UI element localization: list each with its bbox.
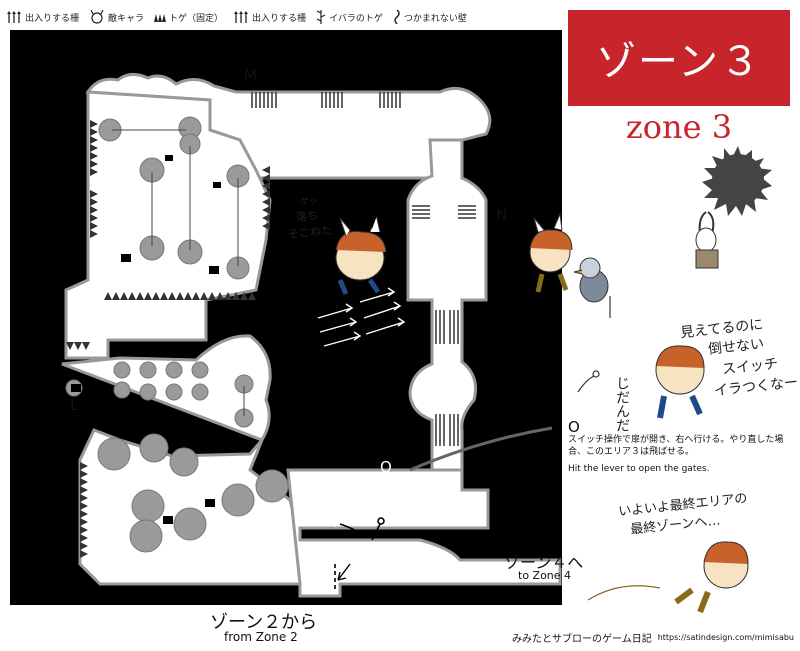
- zone-title: ゾーン３: [568, 10, 790, 106]
- marker-l: L: [70, 396, 79, 414]
- legend-label: トゲ（固定）: [169, 13, 224, 24]
- switch-label-jp: スイッチ: [348, 496, 413, 515]
- enemy: [97, 437, 131, 471]
- legend-label: 敵キャラ: [108, 13, 145, 24]
- bird-companion: [573, 257, 609, 303]
- spikes: [66, 120, 270, 558]
- legend-label: 出入りする柵: [25, 13, 80, 24]
- gate-right-lower: [435, 414, 459, 446]
- enemy-icon: [90, 10, 104, 24]
- enemy: [191, 361, 209, 379]
- lever-arc: [339, 523, 367, 539]
- blocks: [71, 155, 221, 524]
- spiky-ball-enemy: [702, 146, 772, 216]
- lower-corridor: [286, 468, 562, 598]
- enemy: [131, 489, 165, 523]
- legend-label: つかまれない壁: [403, 13, 467, 24]
- footer-blog-title: みみたとサブローのゲーム日記: [512, 634, 652, 645]
- enemy: [221, 483, 255, 517]
- shock-marks: [357, 207, 391, 230]
- gate-right-upper: [412, 205, 476, 219]
- lever-swing-line: [409, 426, 553, 472]
- legend-item-enemy: 敵キャラ: [89, 10, 144, 24]
- floor-areas: [61, 73, 562, 598]
- legend-item-gate: 出入りする柵: [6, 11, 79, 24]
- gates: [251, 92, 476, 446]
- marker-o-note: O: [568, 418, 580, 436]
- legend-label: イバラのトゲ: [329, 13, 383, 24]
- zone-subtitle: zone 3: [625, 108, 733, 146]
- gate-right-middle: [435, 310, 459, 344]
- legend-item-gate2: 出入りする柵: [233, 11, 306, 24]
- knight-enemy: [695, 211, 719, 269]
- left-room: [64, 90, 272, 360]
- enemy: [165, 383, 183, 401]
- character-frustrated: [655, 345, 705, 419]
- enemy: [173, 507, 207, 541]
- comic-fall-1: ゲッ: [299, 196, 319, 208]
- enemy: [165, 361, 183, 379]
- legend-item-wavy: つかまれない壁: [393, 10, 467, 24]
- gate-top: [251, 92, 401, 108]
- footer-url[interactable]: https://satindesign.com/mimisabu: [657, 633, 794, 642]
- gate-arrows-icon: [7, 11, 21, 23]
- thorn-vine-icon: [316, 10, 326, 24]
- enemy: [191, 383, 209, 401]
- footer: みみたとサブローのゲーム日記 https://satindesign.com/m…: [512, 630, 794, 645]
- legend-item-thorn: イバラのトゲ: [316, 10, 383, 24]
- exit-label-jp: ゾーン４へ: [504, 553, 584, 572]
- marker-n: N: [496, 206, 508, 224]
- enemy: [129, 519, 163, 553]
- marker-o-map: O: [380, 458, 392, 476]
- note-en: Hit the lever to open the gates.: [568, 464, 710, 474]
- enemy: [139, 383, 157, 401]
- switch-label-en: lever: [408, 510, 449, 529]
- switch-lever: [334, 495, 385, 590]
- exit-arrow: [337, 563, 351, 581]
- enemy: [139, 433, 169, 463]
- character-right: [529, 212, 573, 293]
- lever-stick: [371, 523, 381, 541]
- enemy: [113, 361, 131, 379]
- legend: 出入りする柵 敵キャラ トゲ（固定） 出入りする柵 イバラのトゲ つかまれない壁: [6, 6, 467, 28]
- movement-arrows: [112, 129, 245, 416]
- entry-label-en: from Zone 2: [224, 630, 298, 644]
- top-corridor: [85, 73, 492, 180]
- knockback-lines: [317, 287, 406, 347]
- note-jp: スイッチ操作で扉が開き、右へ行ける。やり直した場合、このエリア３は飛ばせる。: [568, 435, 784, 457]
- enemy: [169, 447, 199, 477]
- wavy-wall-icon: [394, 10, 400, 24]
- character-falling: [335, 207, 391, 295]
- enemy: [255, 469, 289, 503]
- small-lever-sketch: [577, 296, 611, 393]
- enemy: [113, 381, 131, 399]
- legend-item-spike: トゲ（固定）: [154, 11, 223, 24]
- exit-label-en: to Zone 4: [518, 569, 572, 582]
- comic-frustrated: じだんだ: [614, 376, 630, 432]
- gate-arrows-icon: [234, 11, 249, 23]
- entry-label-jp: ゾーン２から: [210, 612, 318, 633]
- spike-fixed-icon: [154, 14, 167, 22]
- lever-knob: [377, 517, 385, 525]
- character-running: [587, 541, 749, 614]
- marker-m: M: [244, 66, 257, 84]
- legend-label: 出入りする柵: [252, 13, 307, 24]
- enemy: [139, 361, 157, 379]
